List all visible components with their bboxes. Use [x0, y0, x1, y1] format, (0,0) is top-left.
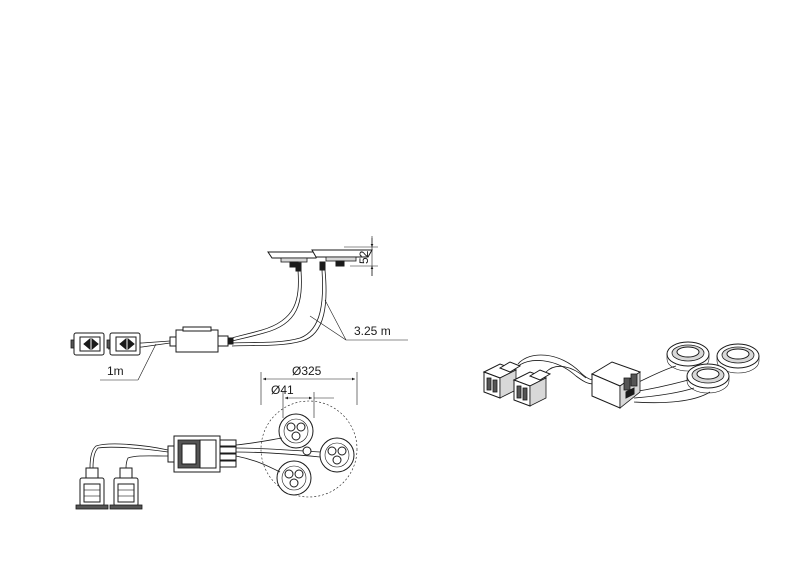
outer-diameter-circle [260, 400, 358, 498]
connector-side-2 [106, 332, 141, 356]
lamp-head-side-right [311, 249, 373, 267]
height-dimension [344, 236, 378, 276]
cables-side [231, 269, 327, 347]
lamp-head-top-lower [276, 460, 312, 496]
connector-side-1 [70, 332, 105, 356]
cable-length-leader [309, 299, 408, 341]
lamp-head-iso-2 [716, 343, 760, 374]
connector-top-1 [75, 467, 109, 510]
lamp-head-iso-3 [686, 363, 730, 394]
lead-length-leader [100, 343, 157, 381]
lamp-head-top-right [319, 437, 355, 473]
connector-iso-2 [512, 369, 552, 407]
connector-iso-1 [482, 361, 522, 399]
lamp-head-side-left [267, 251, 321, 268]
leads-top [89, 443, 169, 469]
side-view [70, 236, 408, 381]
driver-box-side [169, 326, 234, 353]
driver-box-iso [590, 361, 642, 409]
height-dimension-label: 52 [357, 250, 371, 264]
isometric-view [482, 341, 760, 409]
cable-length-label: 3.25 m [354, 324, 391, 338]
cables-top [235, 437, 321, 473]
socket-nut-right [319, 261, 326, 271]
lamp-head-iso-1 [666, 341, 710, 372]
connector-top-2 [109, 467, 143, 510]
socket-nut-left [295, 262, 302, 272]
lamp-head-top-upper [278, 413, 314, 449]
driver-box-top [167, 435, 237, 473]
outer-diameter-label: Ø325 [292, 364, 322, 378]
lead-length-label: 1m [107, 364, 124, 378]
outer-diameter-dimension [260, 372, 358, 405]
lamp-diameter-label: Ø41 [271, 383, 294, 397]
top-view [75, 372, 358, 510]
lamp-diameter-dimension [282, 392, 334, 418]
